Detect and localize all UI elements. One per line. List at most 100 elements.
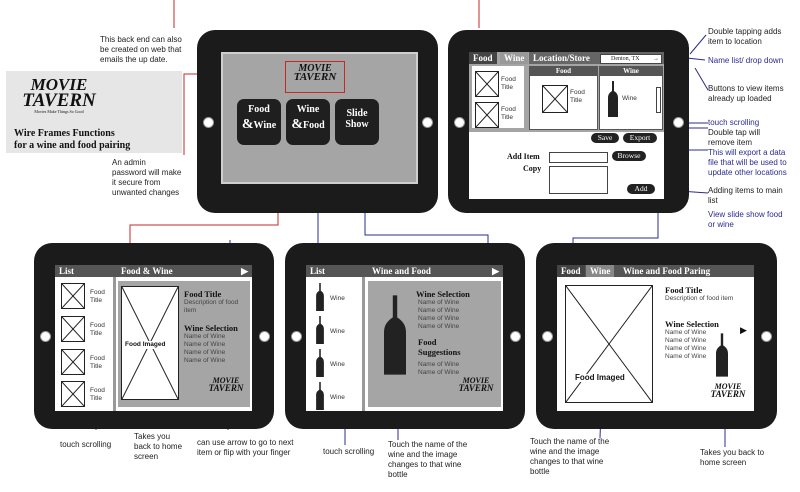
wine-selection-title: Wine Selection xyxy=(184,323,238,333)
list-divider xyxy=(362,277,365,411)
wine-name[interactable]: Name of Wine xyxy=(418,315,460,322)
next-arrow-icon[interactable]: ▶ xyxy=(740,325,747,335)
admin-screen: Food Wine Location/Store Denton, TX→ Foo… xyxy=(469,52,664,199)
wine-bottle-large-icon xyxy=(384,295,406,375)
detail-panel: Wine Selection Name of Wine Name of Wine… xyxy=(368,281,501,407)
tablet-wine-food: List Wine and Food ▶ Wine Wine Wine Wine… xyxy=(285,243,525,429)
save-button[interactable]: Save xyxy=(591,133,619,143)
image-label: Food Imaged xyxy=(125,341,166,349)
screen-title: Wine and Food Paring xyxy=(623,266,711,276)
home-button[interactable] xyxy=(291,331,302,342)
home-button[interactable] xyxy=(542,331,553,342)
note-export: This will export a data file that will b… xyxy=(708,148,787,177)
food-title: Food Title xyxy=(184,289,222,299)
note-touch-name-right: Touch the name of the wine and the image… xyxy=(530,437,610,476)
location-dropdown[interactable]: Denton, TX→ xyxy=(600,54,662,64)
suggestion-name[interactable]: Name of Wine xyxy=(418,369,460,376)
item-label: Food Title xyxy=(501,106,516,121)
detail-panel: Food Imaged Food Title Description of fo… xyxy=(118,281,250,407)
logo-home-link[interactable]: MOVIE TAVERN xyxy=(458,376,494,394)
note-touch-name-mid: Touch the name of the wine and the image… xyxy=(388,440,468,479)
note-admin: An admin password will make it secure fr… xyxy=(112,158,182,197)
item-label: Wine xyxy=(330,394,345,401)
item-label: Food Title xyxy=(570,89,585,104)
item-label: Food Title xyxy=(90,322,105,337)
home-button[interactable] xyxy=(673,117,684,128)
home-button[interactable] xyxy=(40,331,51,342)
wine-name[interactable]: Name of Wine xyxy=(184,333,226,340)
home-button[interactable] xyxy=(259,331,270,342)
food-image-placeholder xyxy=(61,349,85,375)
food-wine-screen: List Food & Wine ▶ Food Title Food Title… xyxy=(55,265,252,411)
image-label: Food Imaged xyxy=(575,373,625,382)
export-button[interactable]: Export xyxy=(623,133,657,143)
food-image-placeholder xyxy=(475,102,499,128)
wine-food-header: List Wine and Food ▶ xyxy=(306,265,503,277)
list-divider xyxy=(113,277,116,411)
food-suggestions-title: Food Suggestions xyxy=(418,337,461,357)
slide-show-button[interactable]: Slide Show xyxy=(335,99,379,145)
food-description: Description of food item xyxy=(184,299,239,314)
home-button[interactable] xyxy=(761,331,772,342)
wine-name[interactable]: Name of Wine xyxy=(184,341,226,348)
location-label: Location/Store xyxy=(533,53,590,63)
home-button[interactable] xyxy=(510,331,521,342)
food-wine-button[interactable]: Food &Wine xyxy=(237,99,281,145)
wine-name[interactable]: Name of Wine xyxy=(184,357,226,364)
wine-name[interactable]: Name of Wine xyxy=(665,353,707,360)
copy-label: Copy xyxy=(523,164,542,173)
wine-food-button[interactable]: Wine &Food xyxy=(286,99,330,145)
food-image-placeholder xyxy=(475,71,499,97)
tab-food[interactable]: Food xyxy=(469,52,497,64)
list-label: List xyxy=(310,266,326,276)
item-label: Food Title xyxy=(90,355,105,370)
scrollbar[interactable] xyxy=(656,87,661,113)
browse-button[interactable]: Browse xyxy=(612,151,646,161)
screen-title: Food & Wine xyxy=(121,266,173,276)
note-name-list: Name list/ drop down xyxy=(708,56,784,65)
next-arrow-icon[interactable]: ▶ xyxy=(492,266,499,276)
food-description: Description of food item xyxy=(665,295,734,302)
wine-name[interactable]: Name of Wine xyxy=(665,345,707,352)
copy-textarea[interactable] xyxy=(549,166,608,194)
wine-name[interactable]: Name of Wine xyxy=(665,337,707,344)
tablet-pairing: Wine and Food Paring Food Wine Food Imag… xyxy=(536,243,777,429)
note-touch-scrolling-mid: touch scrolling xyxy=(323,447,375,456)
item-label: Food Title xyxy=(90,387,105,402)
home-logo: MOVIE TAVERN xyxy=(293,63,337,83)
logo-home-link[interactable]: MOVIE TAVERN xyxy=(710,382,746,400)
wine-bottle-icon xyxy=(608,81,618,117)
screen-title: Wine and Food xyxy=(372,266,431,276)
home-button[interactable] xyxy=(422,117,433,128)
wine-name[interactable]: Name of Wine xyxy=(418,323,460,330)
tablet-admin: Food Wine Location/Store Denton, TX→ Foo… xyxy=(448,30,689,213)
note-double-tap-add: Double tapping adds item to location xyxy=(708,27,782,46)
logo-frame xyxy=(285,61,345,93)
add-button[interactable]: Add xyxy=(627,184,655,194)
tab-wine[interactable]: Wine xyxy=(500,52,529,64)
next-arrow-icon[interactable]: ▶ xyxy=(241,266,248,276)
wine-name[interactable]: Name of Wine xyxy=(665,329,707,336)
suggestion-name[interactable]: Name of Wine xyxy=(418,361,460,368)
home-button[interactable] xyxy=(454,117,465,128)
food-wine-header: List Food & Wine ▶ xyxy=(55,265,252,277)
brand-panel: MOVIE TAVERN Movies Make Things So Good xyxy=(6,71,182,153)
add-item-label: Add Item xyxy=(507,152,540,161)
add-item-input[interactable] xyxy=(549,152,608,163)
wine-food-screen: List Wine and Food ▶ Wine Wine Wine Wine… xyxy=(306,265,503,411)
note-takes-back-right: Takes you back to home screen xyxy=(700,448,765,467)
wine-name[interactable]: Name of Wine xyxy=(418,299,460,306)
wine-name[interactable]: Name of Wine xyxy=(418,307,460,314)
logo-home-link[interactable]: MOVIE TAVERN xyxy=(208,376,244,394)
home-button[interactable] xyxy=(203,117,214,128)
note-adding-items: Adding items to main list xyxy=(708,186,783,205)
note-use-arrow: can use arrow to go to next item or flip… xyxy=(197,438,294,457)
item-label: Food Title xyxy=(90,289,105,304)
item-label: Wine xyxy=(330,328,345,335)
food-column-header: Food xyxy=(530,67,597,76)
tab-wine[interactable]: Wine xyxy=(586,265,615,277)
item-label: Wine xyxy=(622,95,637,102)
tab-food[interactable]: Food xyxy=(557,265,585,277)
arrow-right-icon: → xyxy=(653,56,659,62)
wine-name[interactable]: Name of Wine xyxy=(184,349,226,356)
